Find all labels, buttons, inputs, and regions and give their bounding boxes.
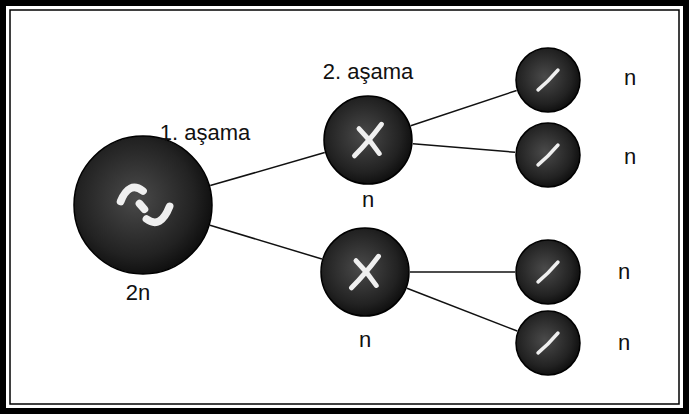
cell-circle: n [515,239,581,305]
chromosome-shape [121,188,143,202]
ploidy-label: n [362,188,374,212]
cell-body [515,122,581,188]
ploidy-label: n [624,145,636,169]
cell-circle: n [515,122,581,188]
cell-body [320,227,410,317]
ploidy-label: n [359,328,371,352]
division-line [210,152,325,185]
ploidy-label: n [618,331,630,355]
cell-membrane [516,311,580,375]
division-line [413,144,515,153]
ploidy-label: 2n [126,281,150,305]
cell-circle: n [320,227,410,317]
division-line [410,271,515,273]
cell-membrane [516,240,580,304]
cell-membrane [516,123,580,187]
cell-body [515,239,581,305]
division-line [411,90,517,125]
division-line [210,225,322,259]
cell-membrane [324,96,412,184]
cell-body [323,95,413,185]
chromosome-shape [538,145,558,165]
chromosome-shape [356,261,376,286]
cell-membrane [74,136,212,274]
division-line [407,288,517,331]
cell-body [73,135,213,275]
chromosome-shape [538,333,558,353]
chromosome-shape [140,204,145,210]
chromosome-shape [359,129,379,154]
cell-circle: n [515,310,581,376]
cell-body [515,310,581,376]
stage-label: 1. aşama [160,121,251,145]
chromosome-shape [538,262,558,282]
chromosome-shape [352,256,379,288]
cell-membrane [321,228,409,316]
cell-circle: n [515,47,581,113]
cell-body [515,47,581,113]
ploidy-label: n [624,66,636,90]
chromosome-shape [538,70,558,90]
chromosome-shape [147,206,170,222]
ploidy-label: n [618,260,630,284]
cell-circle: 2n [73,135,213,275]
chromosome-shape [355,124,382,156]
cell-membrane [516,48,580,112]
cell-circle: n [323,95,413,185]
stage-label: 2. aşama [323,60,414,84]
